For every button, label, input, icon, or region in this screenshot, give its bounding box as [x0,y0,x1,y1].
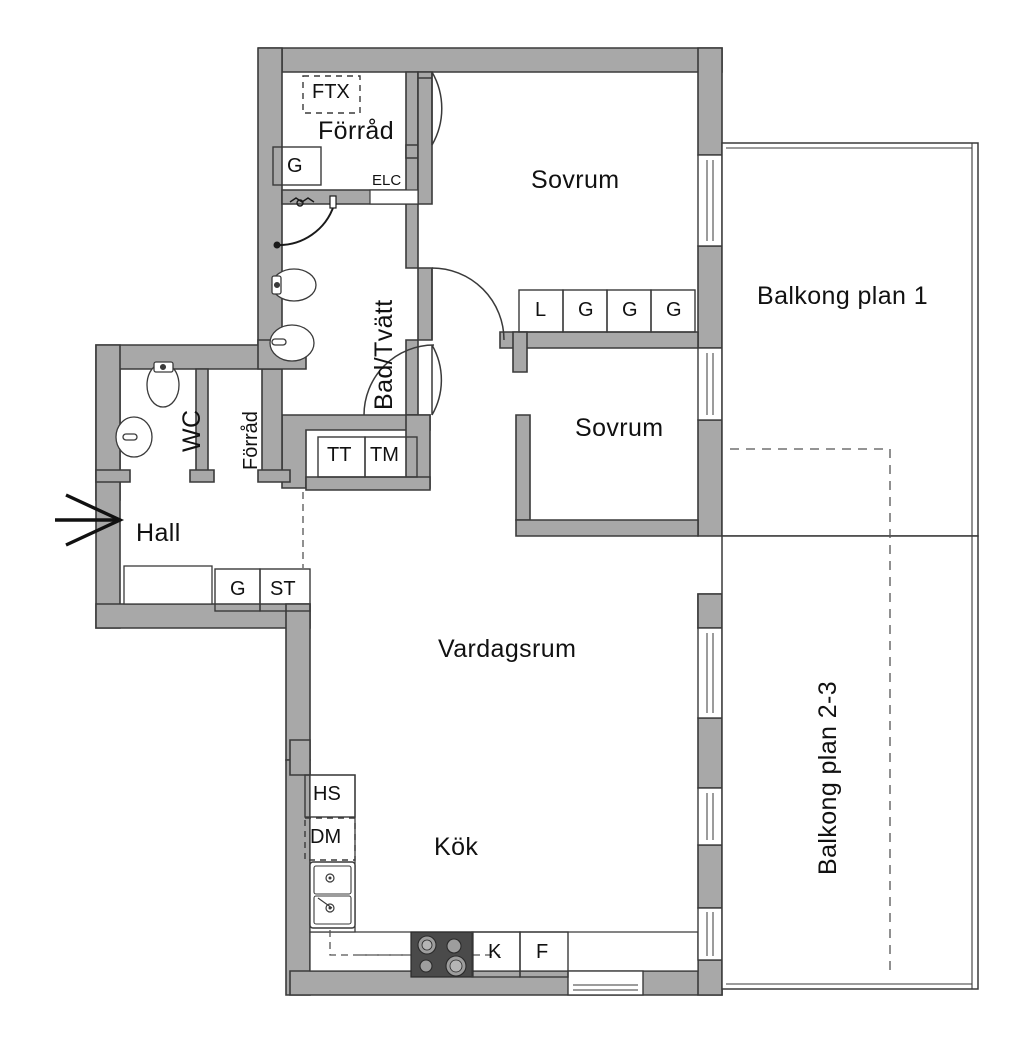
balkong-plan-1 [721,142,979,537]
wall-outer-top [258,47,723,73]
room-label-balkong-plan-1: Balkong plan 1 [757,282,929,310]
door-bath-2 [431,344,443,416]
wall-bath-right [405,203,419,269]
wall-wc-left-foot [95,469,131,483]
fixture-box-closet-g1: G [578,299,594,321]
fixture-box-f: F [536,941,549,963]
fixture-box-tm: TM [370,444,399,466]
room-label-forrad-top: Förråd [318,117,395,145]
window-group [369,154,723,996]
room-label-balkong-plan-23: Balkong plan 2-3 [814,680,842,875]
fixture-box-k: K [488,941,502,963]
room-label-wc: WC [178,409,206,452]
window-vardagsrum-1 [697,627,723,719]
fixture-box-elc: ELC [372,172,402,189]
room-label-hall: Hall [136,519,181,547]
wall-outer-right-c [697,419,723,537]
wall-sovrum2-bottom [515,519,699,537]
window-sovrum2 [697,347,723,421]
wall-sovrum1-bottom [499,331,699,349]
wall-wc-right-foot [189,469,215,483]
toilet-bad [271,268,317,302]
fixture-box-g-hall: G [230,578,246,600]
wall-sovrum1-bottom-stub [512,331,528,373]
fixture-box-tt: TT [327,444,352,466]
toilet-wc [146,361,180,408]
fixture-box-closet-l: L [535,299,547,321]
wall-outer-right-f [697,844,723,909]
fixture-box-hs: HS [313,783,341,805]
wall-outer-right-a [697,47,723,156]
interior-lines [123,492,699,972]
wall-kitchen-left [289,739,311,776]
wall-forradhall-foot [257,469,291,483]
wall-sovrum1-left [417,71,433,205]
entrance-arrow [55,493,125,547]
wall-hall-bottom [95,603,311,629]
kitchen-sink [309,861,356,929]
window-kok-bottom [567,970,644,996]
shower-head-fitting [289,197,315,207]
door-bath-2b [363,344,435,416]
wall-sovrum1-left-lower [417,267,433,341]
wall-outer-bottom [289,970,723,996]
wall-forradhall-right [261,368,283,479]
balkong-plan-23 [721,535,979,990]
wall-forrad-right-vert [405,71,419,205]
fixture-box-closet-g2: G [622,299,638,321]
room-label-forrad-hall: Förråd [240,411,262,470]
wall-step-right-balcony [697,593,723,629]
balcony-group [721,142,979,990]
kitchen-counter-bottom [309,931,699,972]
wall-group [95,47,723,996]
door-forrad [431,71,443,146]
wall-forrad-stub [405,144,419,159]
sink-bad [269,324,315,362]
fixture-box-g-forrad: G [287,155,303,177]
room-label-sovrum-2: Sovrum [575,414,664,442]
fixture-box-ftx: FTX [312,81,350,103]
wall-sovrum2-left [515,414,531,521]
wall-hall-left [95,344,121,629]
fixture-box-st-hall: ST [270,578,296,600]
fixture-group [115,195,337,458]
wall-kitchen-left-step [285,759,311,996]
elc-wall-box [369,189,419,205]
fixture-box-closet-g3: G [666,299,682,321]
room-label-vardagsrum: Vardagsrum [438,635,577,663]
wall-hall-right-vert [285,603,311,761]
kitchen-appliance-group [309,861,474,978]
wall-outer-right-e [697,717,723,789]
wall-bath-right-2 [405,339,419,416]
fixture-box-dm: DM [310,826,342,848]
wall-outer-upper-left [257,47,283,346]
window-kok-right [697,907,723,961]
room-label-kok: Kök [434,833,479,861]
kitchen-stove [410,931,474,978]
sink-wc [115,416,153,458]
shower-arc [273,195,337,249]
room-label-bad-tvatt: Bad/Tvätt [370,299,398,410]
room-label-sovrum-1: Sovrum [531,166,620,194]
window-sovrum1 [697,154,723,247]
wall-outer-right-g [697,959,723,996]
balkong-dashed-inner [730,448,891,975]
window-vardagsrum-2 [697,787,723,846]
wall-outer-right-b [697,245,723,349]
wall-tt-bottom [305,476,431,491]
hall-bench [123,565,213,605]
door-bath-1 [431,267,505,341]
